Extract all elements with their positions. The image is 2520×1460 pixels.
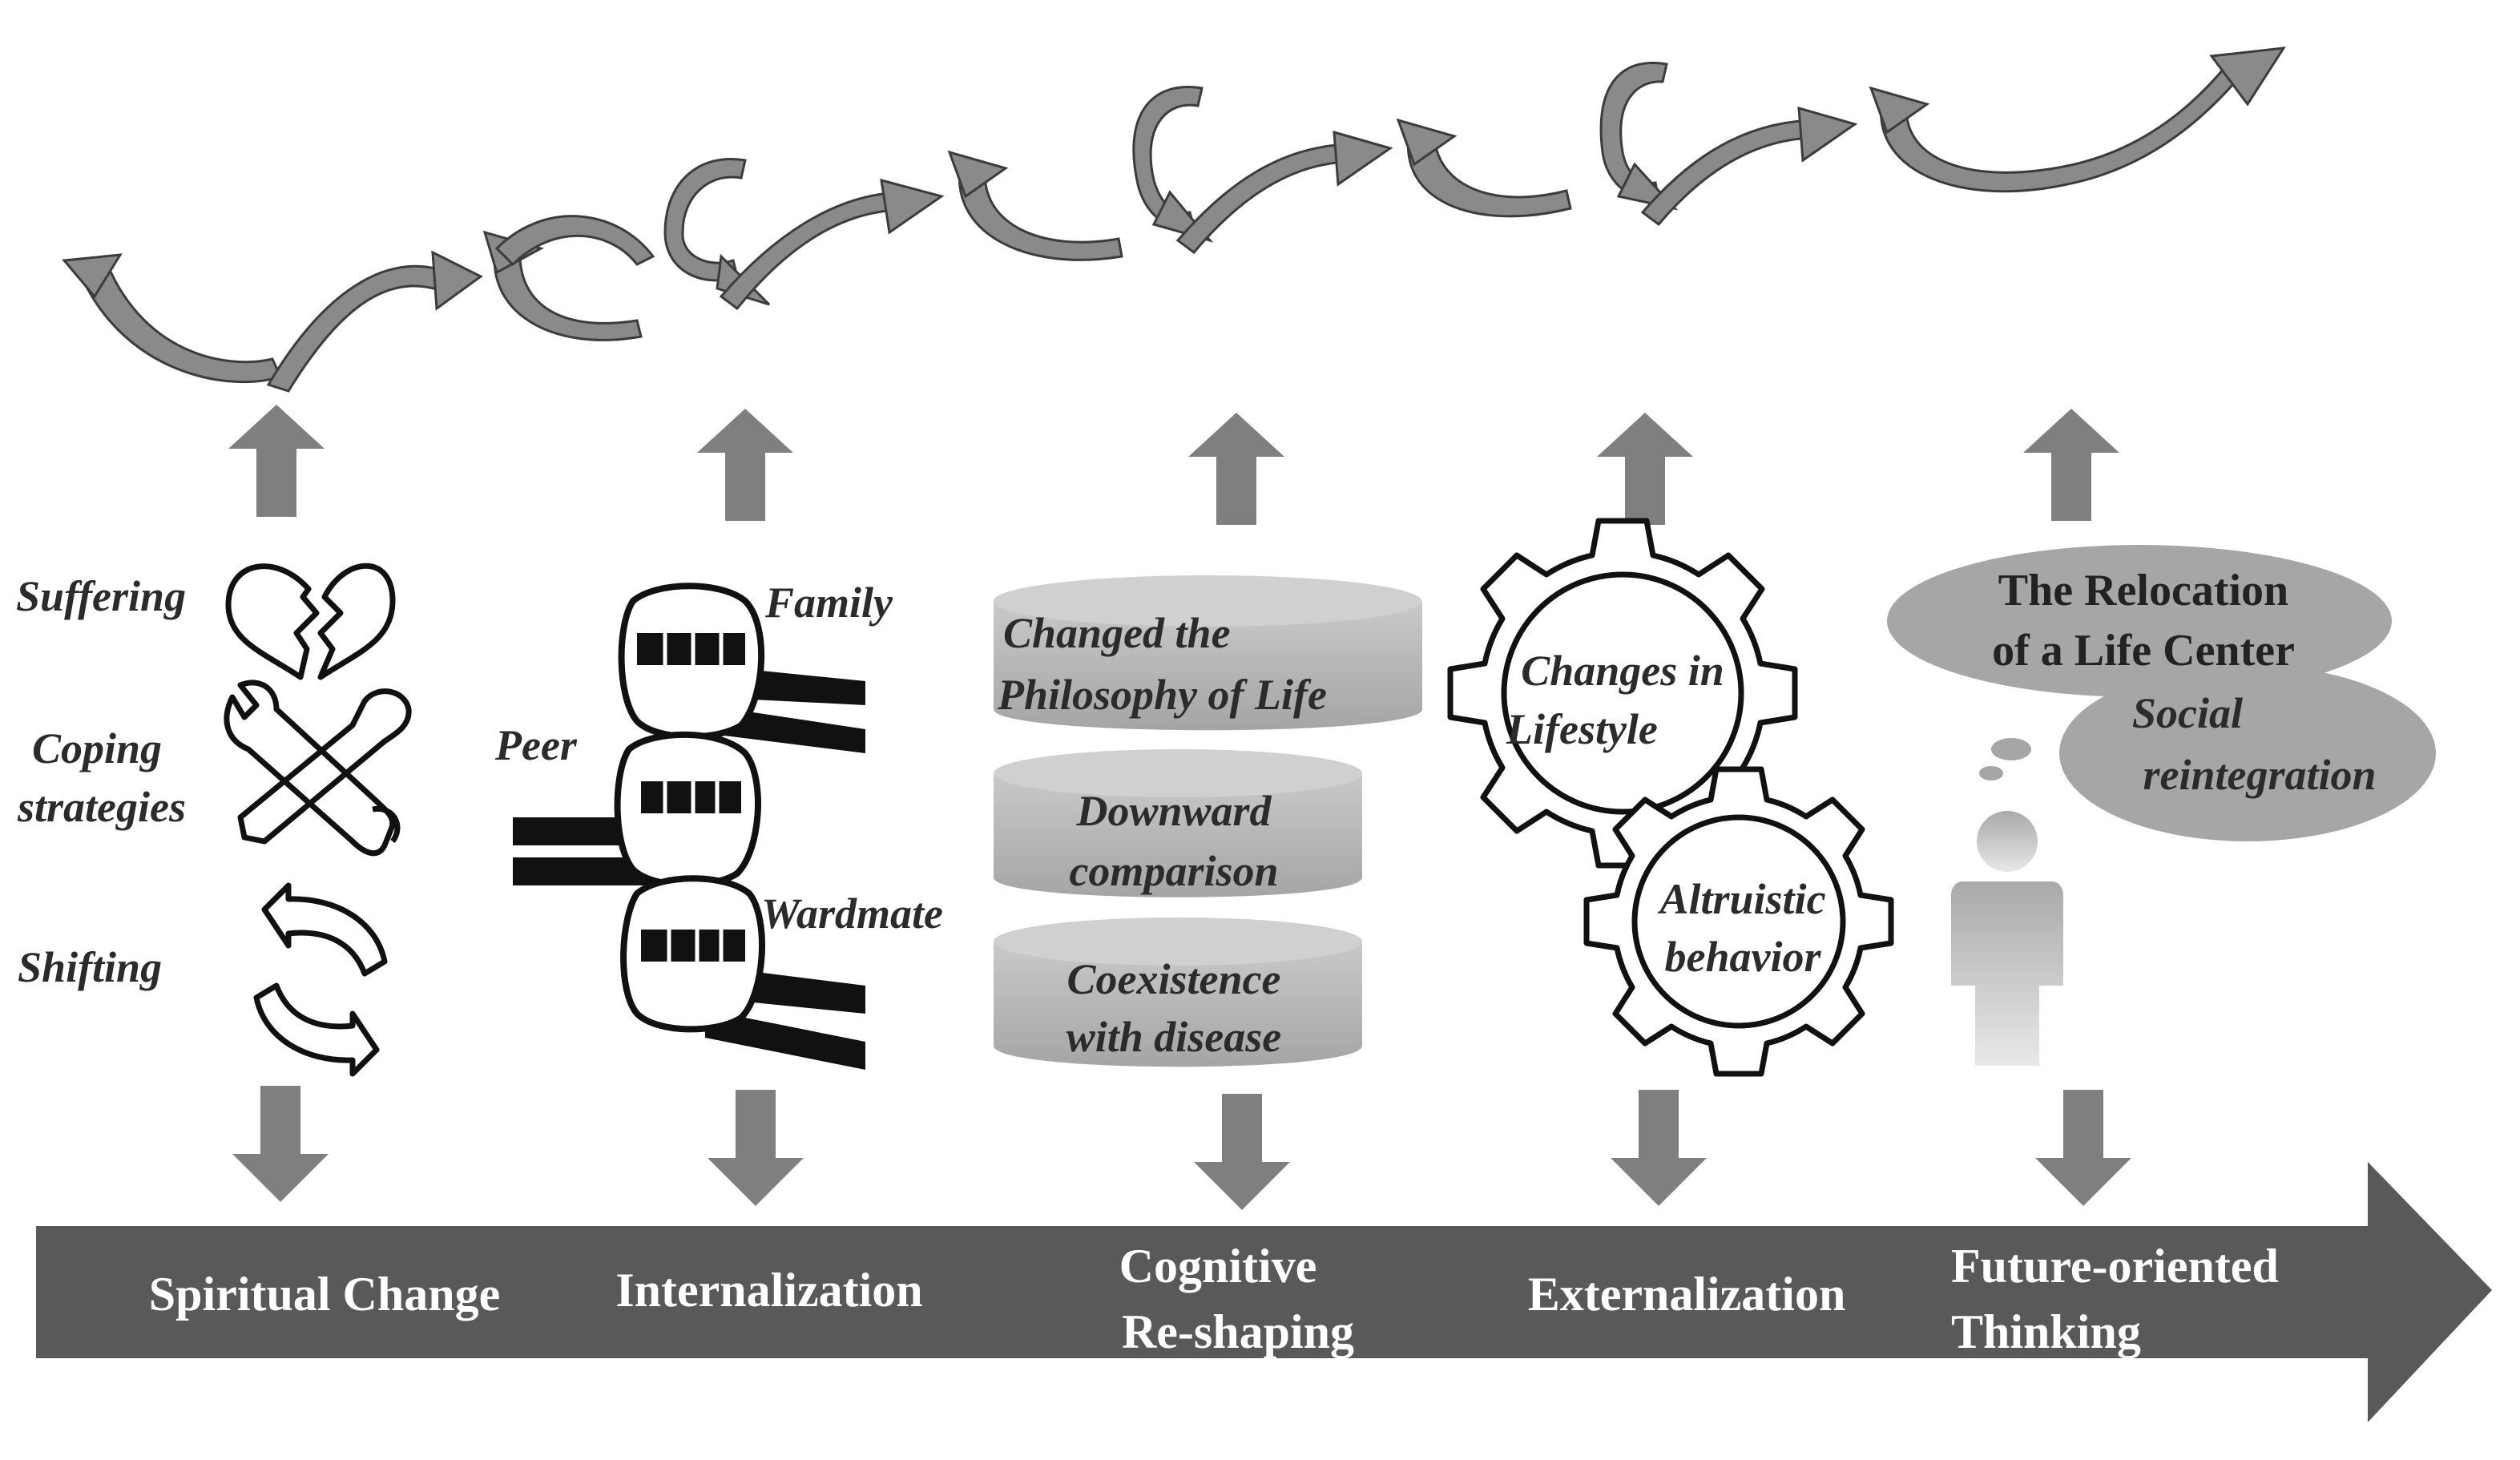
up-arrow-4 (1597, 413, 1693, 525)
down-arrows (232, 1086, 2131, 1210)
wave-arrow-arc-5 (1880, 63, 2246, 193)
thought-bubble-2 (2059, 665, 2436, 841)
wave-arrow-down-3 (663, 158, 747, 282)
stacked-fists-icon (513, 583, 865, 1070)
gear-icon-2 (1583, 766, 1894, 1077)
label-peer: Peer (494, 721, 578, 769)
down-arrow-5 (2035, 1090, 2131, 1206)
cylinder-3-line1: Coexistence (1067, 955, 1281, 1003)
wave-arrowhead-12 (1869, 86, 1930, 135)
thought-bubble-dot-1 (1991, 738, 2031, 760)
wave-arrow-up-4 (1175, 143, 1356, 255)
wave-arrow-arc-2 (494, 215, 655, 267)
cylinder-2: Downward comparison (994, 749, 1362, 897)
bubble-1-line2: of a Life Center (1992, 626, 2295, 676)
stage-cognitive-line2: Re-shaping (1122, 1305, 1354, 1358)
wave-arrowhead-final (2209, 46, 2286, 107)
up-arrow-2 (697, 409, 793, 521)
down-arrow-2 (708, 1090, 804, 1206)
process-band (36, 1162, 2492, 1422)
up-arrows (228, 405, 2119, 525)
up-arrow-5 (2023, 409, 2119, 521)
circular-arrows-icon (253, 882, 388, 1077)
internalization-column: Family Peer Wardmate (494, 579, 943, 1070)
tools-icon (224, 680, 412, 857)
down-arrow-1 (232, 1086, 329, 1202)
wave-arrowhead-2 (431, 250, 483, 311)
up-arrow-1 (228, 405, 325, 517)
cylinder-1-line1: Changed the (1003, 609, 1231, 657)
stage-future-line1: Future-oriented (1951, 1240, 2279, 1293)
stage-future-line2: Thinking (1951, 1305, 2141, 1358)
arm-bar-6 (705, 1010, 865, 1070)
down-arrow-4 (1611, 1090, 1707, 1206)
down-arrow-3 (1194, 1094, 1290, 1210)
label-shifting: Shifting (18, 943, 162, 991)
thought-bubble-dot-2 (1979, 766, 2003, 780)
up-arrow-3 (1188, 413, 1284, 525)
gear-2-line2: behavior (1665, 933, 1822, 981)
bubble-2-line1: Social (2132, 689, 2243, 737)
wave-arrowhead-5 (880, 178, 945, 235)
wave-arrow-arc-4 (1407, 127, 1572, 218)
thought-bubble-1 (1887, 545, 2392, 697)
wave-arrow-up-3 (719, 191, 907, 311)
wave-cycle-arrows (62, 46, 2286, 393)
broken-heart-icon (225, 563, 396, 680)
spiritual-change-column: Suffering Coping strategies Shifting (16, 563, 412, 1077)
stage-cognitive-line1: Cognitive (1119, 1240, 1317, 1293)
externalization-column: Changes in Lifestyle Altruistic behavior (1447, 518, 1894, 1077)
wave-arrowhead-11 (1797, 106, 1858, 163)
wave-arrow-up-1 (266, 264, 451, 393)
cylinder-2-line2: comparison (1069, 847, 1278, 895)
gear-1-line2: Lifestyle (1506, 705, 1658, 753)
wave-arrowhead-6 (947, 150, 1009, 199)
gear-1-line1: Changes in (1521, 647, 1724, 695)
stage-labels: Spiritual Change Internalization Cogniti… (149, 1240, 2279, 1358)
stage-externalization: Externalization (1528, 1268, 1846, 1321)
wave-arrowhead-8 (1333, 130, 1393, 187)
gear-2-line1: Altruistic (1657, 875, 1825, 923)
future-oriented-column: The Relocation of a Life Center Social r… (1887, 545, 2436, 1066)
stage-internalization: Internalization (615, 1264, 922, 1317)
person-icon (1951, 811, 2063, 1066)
cylinder-3-line2: with disease (1066, 1013, 1282, 1061)
label-family: Family (764, 579, 893, 627)
bubble-1-line1: The Relocation (1998, 566, 2288, 615)
wave-arrow-down-2 (493, 239, 643, 341)
wave-arrow-up-5 (1640, 119, 1820, 227)
label-suffering: Suffering (16, 572, 186, 620)
label-wardmate: Wardmate (761, 889, 943, 938)
cognitive-reshaping-column: Changed the Philosophy of Life Downward … (994, 575, 1422, 1067)
cylinder-1: Changed the Philosophy of Life (994, 575, 1422, 731)
cylinder-2-line1: Downward (1075, 787, 1272, 835)
label-coping-line1: Coping (32, 724, 162, 772)
wave-arrowhead-1 (62, 253, 123, 299)
stage-spiritual-change: Spiritual Change (149, 1268, 500, 1321)
label-coping-line2: strategies (17, 783, 186, 831)
bubble-2-line2: reintegration (2143, 751, 2376, 799)
cylinder-3: Coexistence with disease (994, 918, 1362, 1067)
wave-arrowhead-9 (1396, 118, 1458, 167)
cylinder-1-line2: Philosophy of Life (997, 671, 1327, 719)
wave-arrow-arc-3 (958, 159, 1123, 261)
